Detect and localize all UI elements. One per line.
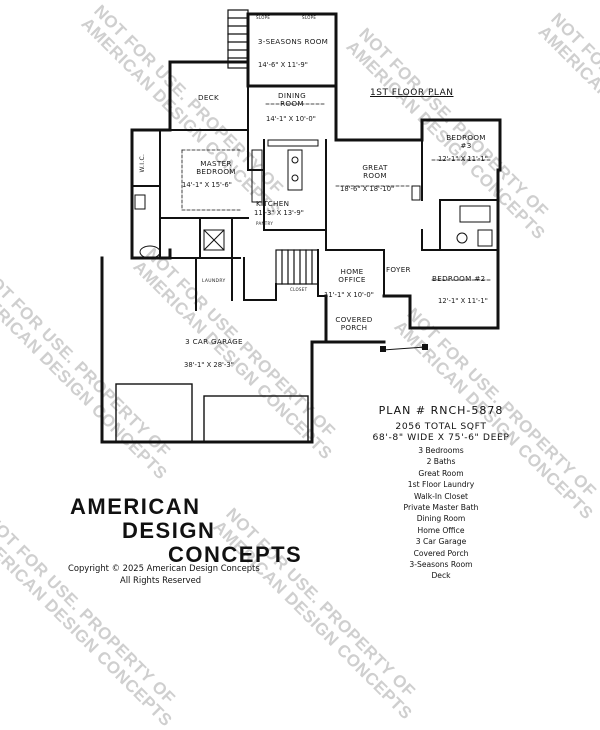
room-dim-three-seasons: 14'-6" X 11'-9" <box>258 61 308 69</box>
feature-item: Great Room <box>418 468 464 478</box>
feature-item: 3 Car Garage <box>415 537 467 547</box>
brand-logo-line3: CONCEPTS <box>168 542 303 567</box>
room-label-laundry: LAUNDRY <box>202 279 226 284</box>
copyright-line2: All Rights Reserved <box>120 575 202 585</box>
feature-item: 1st Floor Laundry <box>407 480 475 490</box>
room-label-office: HOME OFFICE <box>338 267 366 284</box>
room-dim-office: 11'-1" X 10'-0" <box>324 291 374 299</box>
kitchen-fixtures <box>251 139 319 203</box>
room-label-slope: SLOPE <box>256 15 271 20</box>
room-label-bed3: BEDROOM #3 <box>446 133 486 150</box>
room-label-closet: CLOSET <box>290 287 308 292</box>
room-label-dining: DINING ROOM <box>278 91 306 108</box>
room-dim-garage: 38'-1" X 28'-3" <box>184 361 234 369</box>
feature-item: 3-Seasons Room <box>409 560 473 570</box>
bath-fixtures <box>134 194 493 259</box>
room-dim-kitchen: 11'-3" X 13'-9" <box>254 209 304 217</box>
fireplace <box>411 185 421 201</box>
closet-lines <box>181 103 491 281</box>
brand-logo-line1: AMERICAN <box>70 494 201 519</box>
room-label-pantry: PANTRY <box>256 221 274 226</box>
feature-item: Dining Room <box>416 514 466 524</box>
feature-item: Home Office <box>417 525 465 535</box>
room-label-deck: DECK <box>198 93 220 102</box>
room-label-great: GREAT ROOM <box>362 163 388 180</box>
brand-logo-line2: DESIGN <box>122 518 216 543</box>
copyright-line1: Copyright © 2025 American Design Concept… <box>68 563 260 573</box>
feature-item: Deck <box>431 571 451 581</box>
room-label-master: MASTER BEDROOM <box>196 159 236 176</box>
stairs <box>227 9 319 285</box>
room-label-foyer: FOYER <box>386 265 411 274</box>
feature-item: Private Master Bath <box>403 503 479 513</box>
room-label-porch: COVERED PORCH <box>335 315 373 332</box>
room-dim-bed3: 12'-1" X 11'-1" <box>438 155 488 163</box>
room-label-three-seasons: 3-SEASONS ROOM <box>257 37 329 46</box>
room-label-garage: 3 CAR GARAGE <box>185 337 243 346</box>
garage-doors <box>115 383 309 443</box>
room-dim-great: 18'-6" X 18'-10" <box>340 185 395 193</box>
feature-item: 2 Baths <box>426 457 456 467</box>
plan-number: PLAN # RNCH-5878 <box>378 404 504 417</box>
room-label-kitchen: KITCHEN <box>256 199 290 208</box>
room-label-wic: W.I.C. <box>139 153 147 173</box>
porch-beam <box>382 346 426 351</box>
feature-item: Walk-In Closet <box>413 491 469 501</box>
room-label-slope: SLOPE <box>302 15 317 20</box>
room-label-bed2: BEDROOM #2 <box>432 274 486 283</box>
plan-size: 68'-8" WIDE X 75'-6" DEEP <box>372 432 510 443</box>
room-dim-master: 14'-1" X 15'-6" <box>182 181 232 189</box>
floor-plan-title: 1ST FLOOR PLAN <box>370 88 454 98</box>
plan-specifications: PLAN # RNCH-5878 2056 TOTAL SQFT 68'-8" … <box>346 404 536 582</box>
deck-outline <box>169 61 249 131</box>
feature-item: 3 Bedrooms <box>418 446 464 455</box>
floor-plan-drawing <box>100 9 502 444</box>
room-dim-bed2: 12'-1" X 11'-1" <box>438 297 488 305</box>
total-sqft: 2056 TOTAL SQFT <box>395 421 487 432</box>
room-dim-dining: 14'-1" X 10'-0" <box>266 115 316 123</box>
feature-item: Covered Porch <box>413 548 469 558</box>
